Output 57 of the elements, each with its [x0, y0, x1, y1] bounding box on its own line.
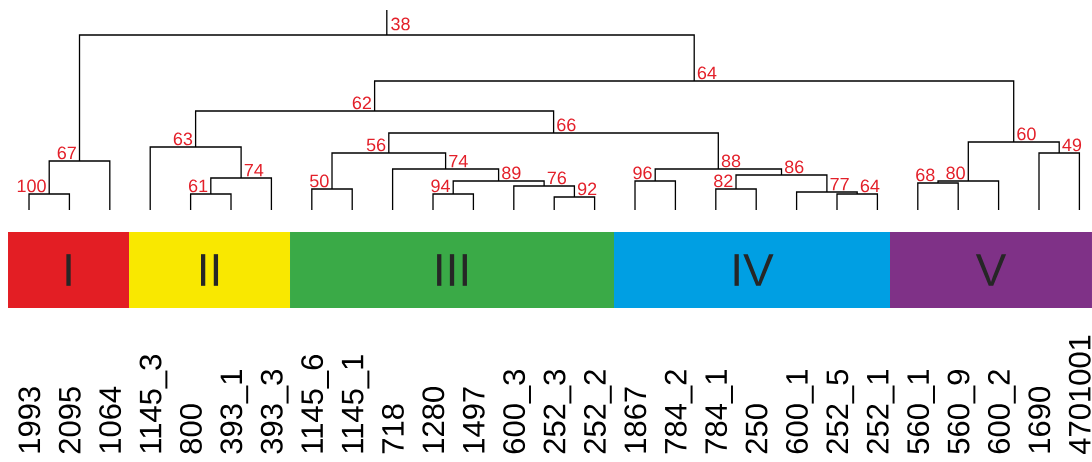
group-band: III — [290, 232, 614, 308]
leaf-label: 1280 — [422, 387, 445, 453]
leaf-label: 560_9 — [947, 370, 976, 454]
leaf-label: 1145_1 — [341, 355, 370, 453]
support-value: 94 — [431, 179, 450, 193]
support-value: 100 — [17, 179, 46, 193]
leaf-label: 600_3 — [503, 369, 531, 454]
leaf-label: 600_1 — [785, 370, 814, 454]
support-value: 64 — [860, 179, 880, 193]
leaf-label: 1145_6 — [301, 355, 329, 453]
support-value: 49 — [1062, 138, 1082, 152]
group-band: II — [129, 232, 290, 308]
leaf-label: 393_1 — [220, 370, 249, 454]
support-value: 66 — [557, 118, 576, 132]
support-value: 80 — [946, 166, 965, 180]
support-value: 67 — [57, 146, 76, 160]
support-value: 64 — [697, 66, 717, 80]
support-value: 74 — [449, 154, 468, 168]
support-value: 86 — [785, 160, 804, 174]
leaf-label: 252_5 — [826, 369, 855, 454]
leaf-label: 1145_3 — [139, 355, 168, 453]
leaf-label: 1993 — [18, 387, 41, 453]
leaf-label: 800 — [179, 404, 202, 454]
group-band: I — [8, 232, 129, 308]
leaf-label: 560_1 — [907, 370, 935, 454]
support-value: 62 — [352, 96, 371, 110]
support-value: 82 — [714, 174, 733, 188]
leaf-label: 784_2 — [664, 370, 693, 454]
group-band: IV — [614, 232, 890, 308]
group-band: V — [890, 232, 1092, 308]
leaf-label: 1064 — [99, 386, 122, 453]
leaf-label: 393_3 — [260, 369, 289, 454]
leaf-label: 600_2 — [987, 370, 1016, 454]
leaf-label: 252_1 — [866, 370, 895, 454]
leaf-label: 1867 — [624, 387, 647, 453]
support-value: 56 — [366, 138, 386, 152]
leaf-label: 718 — [381, 404, 404, 454]
leaf-label: 1690 — [1028, 387, 1051, 453]
support-value: 61 — [189, 179, 208, 193]
leaf-label: 784_1 — [705, 370, 733, 454]
leaf-label: 252_2 — [583, 370, 612, 454]
support-value: 50 — [310, 174, 329, 188]
support-value: 96 — [633, 166, 652, 180]
support-value: 92 — [577, 182, 597, 196]
support-value: 60 — [1017, 127, 1036, 141]
leaf-label: 250 — [745, 404, 768, 454]
support-value: 89 — [502, 166, 521, 180]
support-value: 88 — [721, 154, 741, 168]
leaf-label: 252_3 — [543, 369, 572, 454]
support-value: 68 — [916, 168, 935, 182]
leaf-label: 2095 — [58, 387, 81, 454]
support-value: 74 — [244, 163, 264, 177]
support-value: 38 — [391, 17, 410, 31]
support-value: 77 — [830, 177, 849, 191]
leaf-label: 1497 — [462, 387, 485, 453]
support-value: 63 — [173, 132, 193, 146]
support-value: 76 — [547, 171, 567, 185]
